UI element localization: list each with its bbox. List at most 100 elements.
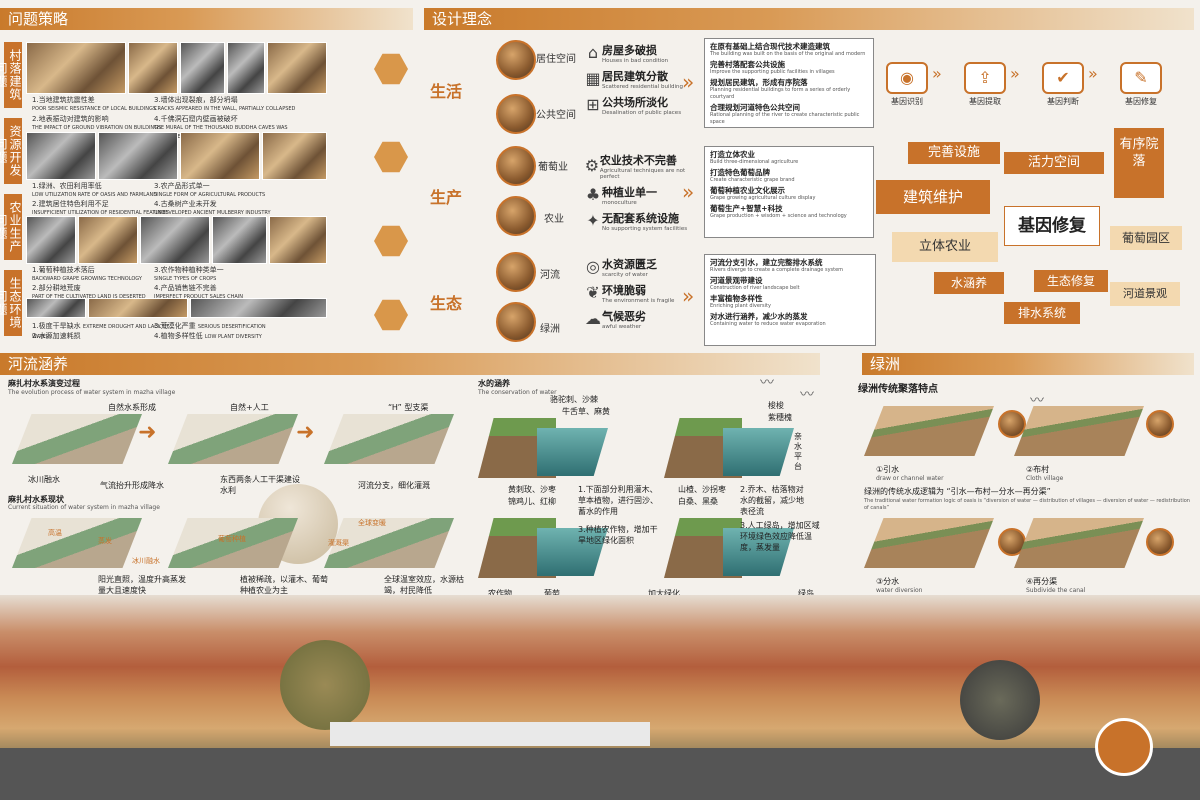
problem-photo — [26, 132, 96, 180]
plant-label: 黄刺玫、沙枣 — [508, 485, 556, 494]
problem-photo — [180, 132, 260, 180]
plant-label: 骆驼刺、沙棘 — [550, 395, 598, 404]
problem-photo — [190, 298, 327, 318]
concept-tag: 农业 — [544, 214, 564, 225]
concept-box: 基因修复 — [1004, 206, 1100, 246]
terrain-block — [168, 414, 298, 464]
bird-icon: 〰 — [800, 387, 814, 403]
concept-box: 水涵养 — [934, 272, 1004, 294]
current-title-en: Current situation of water system in maz… — [8, 504, 160, 511]
concept-category: 生产 — [430, 188, 463, 207]
oasis-subtitle: 绿洲传统聚落特点 — [858, 384, 938, 395]
flow-arrow-icon: » — [682, 70, 695, 94]
bottom-label: 绿岛 — [798, 589, 814, 598]
current-note: 阳光直照，温度升高蒸发量大且速度快 — [98, 575, 186, 595]
problem-caption: 3.荒漠化严重 SERIOUS DESERTIFICATION — [154, 322, 266, 330]
flow-arrow-icon: » — [932, 64, 942, 83]
sprout-icon: ♣ — [585, 185, 601, 204]
water-block — [664, 418, 794, 478]
map-label: 葡萄种植 — [218, 535, 246, 543]
oasis-logic: 绿洲的传统水成逻辑为 “引水—布村—分水—再分渠” — [864, 487, 1051, 496]
concept-photo — [496, 196, 536, 236]
plant-label: 白桑、黑桑 — [678, 497, 718, 506]
gene-step-label: 基因识别 — [891, 97, 923, 106]
bottom-label: 加大绿化 — [648, 589, 680, 598]
problem-group-title: 资源开发问题 — [0, 118, 22, 184]
conservation-note: 3.种植农作物，增加干旱地区绿化面积 — [578, 525, 658, 545]
concept-category: 生活 — [430, 82, 463, 101]
concept-photo — [496, 146, 536, 186]
problem-photo — [88, 298, 188, 318]
bird-icon: 〰 — [1030, 393, 1044, 409]
water-block — [664, 518, 794, 578]
concept-box: 完善设施 — [908, 142, 1000, 164]
sun-circle — [1095, 718, 1153, 776]
flow-arrow-icon: » — [1010, 64, 1020, 83]
oasis-block — [1014, 406, 1144, 456]
hexagon-icon — [374, 299, 408, 331]
problem-photo — [140, 216, 210, 264]
upload-icon: ⇪ — [964, 62, 1006, 94]
conservation-note: 2.乔木、枯落物对水的截留，减少地表径流 — [740, 485, 804, 516]
gene-step-label: 基因判断 — [1047, 97, 1079, 106]
plant-label: 紫穗槐 — [768, 413, 792, 422]
problem-photo — [128, 42, 178, 94]
bird-icon: 〰 — [760, 375, 774, 391]
flow-arrow-icon: » — [682, 284, 695, 308]
stage-label: “H” 型支渠 — [388, 403, 429, 412]
terrain-block — [168, 518, 298, 568]
oasis-block — [1014, 518, 1144, 568]
water-conservation: 水的涵养 The conservation of water 骆驼刺、沙棘 牛舌… — [478, 378, 838, 608]
problem-photo — [78, 216, 138, 264]
evolution-note: 冰川融水 — [28, 475, 60, 484]
side-label: 亲水平台 — [794, 432, 802, 471]
problem-caption: 1.极度干旱缺水 EXTREME DROUGHT AND LACK OF WAT… — [32, 322, 170, 340]
gene-step-label: 基因提取 — [969, 97, 1001, 106]
plant-label: 山楂、沙拐枣 — [678, 485, 726, 494]
concept-box: 葡萄园区 — [1110, 226, 1182, 250]
house-icon: ⌂ — [587, 43, 599, 62]
concept-header-text: 设计理念 — [432, 10, 493, 28]
conservation-note: 3.人工绿岛，增加区域环境绿色效应降低温度，蒸发量 — [740, 521, 820, 552]
map-label: 高温 — [48, 529, 62, 537]
oasis-photo — [1146, 528, 1174, 556]
concept-category: 生态 — [430, 294, 463, 313]
plant-label: 牛舌草、麻黄 — [562, 407, 610, 416]
oasis-header: 绿洲 — [862, 353, 1194, 375]
concept-tag: 绿洲 — [540, 324, 560, 335]
hexagon-icon — [374, 225, 408, 257]
problem-photo — [26, 298, 86, 318]
stage-label: 自然水系形成 — [108, 403, 156, 412]
water-block — [478, 418, 608, 478]
concept-tag: 公共空间 — [536, 110, 576, 121]
problem-photo — [26, 42, 126, 94]
problem-group-title: 生态环境问题 — [0, 270, 22, 336]
sparkle-icon: ✦ — [586, 211, 600, 230]
problem-photo — [267, 42, 327, 94]
concept-box: 有序院落 — [1114, 128, 1164, 198]
problems-header-text: 问题策略 — [8, 10, 69, 28]
concept-box: 活力空间 — [1004, 152, 1104, 174]
leaf-icon: ❦ — [586, 283, 600, 302]
concept-photo — [496, 94, 536, 134]
wrench-icon: ✎ — [1120, 62, 1162, 94]
bottom-label: 农作物 — [488, 589, 512, 598]
buildings-icon: ▦ — [585, 69, 601, 88]
terrain-block — [324, 518, 454, 568]
evolution-note: 气流抬升形成降水 — [100, 481, 164, 490]
tree-illustration — [960, 660, 1040, 740]
eye-icon: ◉ — [886, 62, 928, 94]
